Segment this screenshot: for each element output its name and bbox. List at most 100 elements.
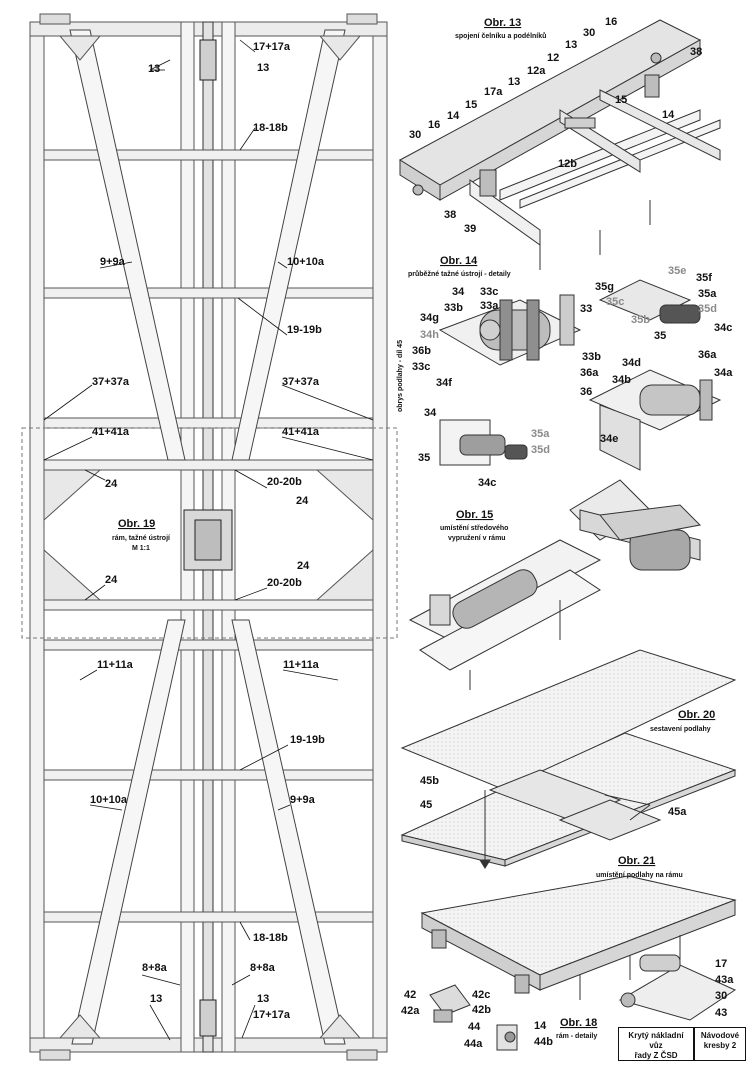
label-13: 13	[150, 993, 162, 1005]
fig14-label: 34d	[622, 357, 641, 369]
fig14-label: 33a	[480, 300, 499, 312]
fig14-label: 36	[580, 386, 592, 398]
left-sole-bar	[29, 21, 45, 1053]
label-37: 37+37a	[282, 376, 320, 388]
title-block-right-line2: kresby 2	[703, 1041, 737, 1050]
fig13-label: 14	[447, 110, 460, 122]
fig13-label: 16	[428, 119, 440, 131]
fig21-subtitle: umístění podlahy na rámu	[596, 872, 683, 879]
fig18-label: 42a	[401, 1005, 420, 1017]
fig15-labels: Obr. 15 umístění středového vypružení v …	[440, 509, 508, 542]
fig14-gray-label: 35c	[606, 296, 624, 308]
fig13-label: 39	[464, 223, 476, 235]
label-17: 17+17a	[253, 1009, 291, 1021]
diagonal-braces	[69, 29, 346, 1045]
label-41: 41+41a	[282, 426, 320, 438]
fig20-subtitle: sestavení podlahy	[650, 726, 711, 733]
floor-outline-note: obrys podlahy - díl 45	[397, 340, 404, 412]
fig13-label: 12a	[527, 65, 546, 77]
fig21-label: 43	[715, 1007, 727, 1019]
label-24: 24	[296, 495, 309, 507]
fig13-label: 30	[583, 27, 595, 39]
label-11: 11+11a	[97, 659, 134, 671]
gussets	[43, 35, 374, 1039]
label-41: 41+41a	[92, 426, 130, 438]
label-13: 13	[257, 993, 269, 1005]
label-9: 9+9a	[100, 256, 126, 268]
fig21-labels: Obr. 21 umístění podlahy na rámu 17 43a …	[596, 855, 734, 1019]
fig13-label: 16	[605, 16, 617, 28]
label-11: 11+11a	[283, 659, 320, 671]
fig13-label: 13	[508, 76, 520, 88]
fig14-label: 34c	[478, 477, 496, 489]
fig18-caption: Obr. 18	[560, 1017, 597, 1029]
fig20-label: 45b	[420, 775, 439, 787]
fig14-label: 33	[580, 303, 592, 315]
fig13-label: 38	[444, 209, 456, 221]
fig18-label: 44b	[534, 1036, 553, 1048]
label-18: 18-18b	[253, 122, 288, 134]
fig14-label: 35d	[698, 303, 717, 315]
fig14-label: 34c	[714, 322, 732, 334]
fig13-label: 15	[615, 94, 627, 106]
title-block-right-line1: Návodové	[700, 1031, 740, 1040]
fig19-subtitle: rám, tažné ústrojí	[112, 535, 171, 542]
fig18-label: 42	[404, 989, 416, 1001]
label-17: 17+17a	[253, 41, 291, 53]
fig14-label: 34g	[420, 312, 439, 324]
label-20: 20-20b	[267, 476, 302, 488]
fig18-label: 42b	[472, 1004, 491, 1016]
floor-outline	[21, 427, 398, 639]
fig15-suspension	[408, 479, 702, 690]
label-19: 19-19b	[287, 324, 322, 336]
cross-members	[43, 149, 374, 923]
label-24: 24	[297, 560, 310, 572]
fig14-gray-label: 35a	[531, 428, 550, 440]
fig13-label: 15	[465, 99, 477, 111]
label-19: 19-19b	[290, 734, 325, 746]
fig13-label: 30	[409, 129, 421, 141]
fig13-label: 38	[690, 46, 702, 58]
fig13-label: 12b	[558, 158, 577, 170]
fig14-caption: Obr. 14	[440, 255, 478, 267]
fig14-label: 34	[452, 286, 465, 298]
fig13-caption: Obr. 13	[484, 17, 521, 29]
fig19-scale: M 1:1	[132, 545, 150, 552]
fig14-label: 34b	[612, 374, 631, 386]
label-20: 20-20b	[267, 577, 302, 589]
fig15-subtitle2: vypružení v rámu	[448, 535, 506, 542]
label-37: 37+37a	[92, 376, 130, 388]
label-8: 8+8a	[250, 962, 276, 974]
label-13: 13	[148, 63, 160, 75]
fig20-label: 45a	[668, 806, 687, 818]
fig14-label: 34	[424, 407, 437, 419]
fig14-label: 33b	[444, 302, 463, 314]
fig14-label: 33b	[582, 351, 601, 363]
label-18: 18-18b	[253, 932, 288, 944]
fig14-label: 34f	[436, 377, 452, 389]
fig13-label: 17a	[484, 86, 503, 98]
right-sole-bar	[372, 21, 388, 1053]
fig21-caption: Obr. 21	[618, 855, 655, 867]
fig13-labels: Obr. 13 spojení čelníku a podélníků 16 3…	[409, 16, 702, 235]
fig14-label: 34e	[600, 433, 618, 445]
fig14-draw-gear	[438, 279, 722, 471]
label-10: 10+10a	[287, 256, 325, 268]
fig13-label: 13	[565, 39, 577, 51]
label-24: 24	[105, 574, 118, 586]
fig18-label: 42c	[472, 989, 490, 1001]
fig13-subtitle: spojení čelníku a podélníků	[455, 32, 546, 40]
fig14-labels: Obr. 14 průběžné tažné ústrojí - detaily…	[408, 255, 733, 489]
title-block-left-line1: Krytý nákladní vůz	[628, 1031, 684, 1050]
fig21-label: 43a	[715, 974, 734, 986]
fig15-subtitle1: umístění středového	[440, 525, 508, 532]
fig14-subtitle: průběžné tažné ústrojí - detaily	[408, 270, 511, 278]
fig19-caption: Obr. 19	[118, 518, 155, 530]
fig14-label: 34a	[714, 367, 733, 379]
fig14-label: 33c	[480, 286, 498, 298]
fig14-label: 36a	[580, 367, 599, 379]
fig20-floor	[400, 649, 737, 869]
fig21-label: 17	[715, 958, 727, 970]
fig13-perspective	[399, 19, 721, 270]
